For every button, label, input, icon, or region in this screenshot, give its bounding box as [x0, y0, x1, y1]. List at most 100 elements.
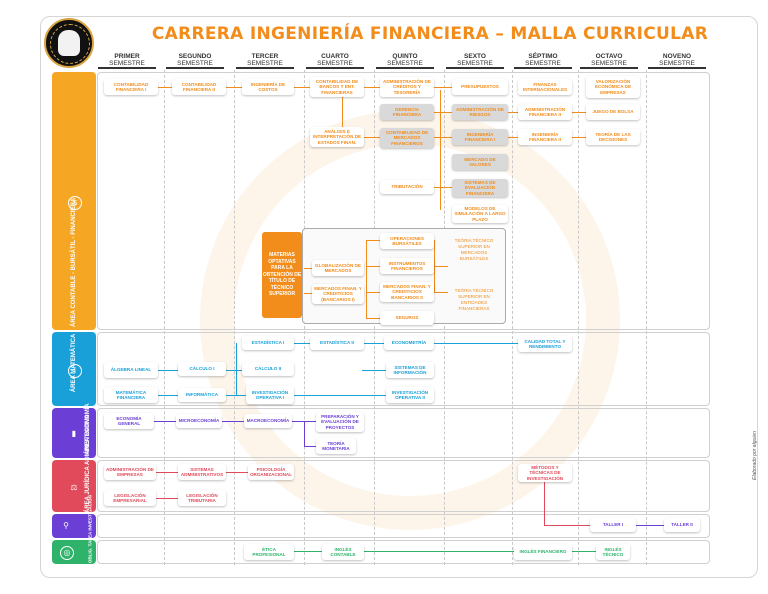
course-investigacion-op-2[interactable]: INVESTIGACIÓN OPERATIVA II	[386, 387, 434, 403]
course-legislacion-empresarial[interactable]: LEGISLACIÓN EMPRESARIAL	[104, 490, 156, 506]
course-estadistica-1[interactable]: ESTADÍSTICA I	[242, 336, 294, 350]
course-sistemas-evaluacion[interactable]: SISTEMAS DE EVALUACIÓN FINANCIERA	[452, 179, 508, 197]
connector-line	[366, 266, 380, 267]
connector-line	[304, 446, 318, 447]
course-ingenieria-costos[interactable]: INGENIERÍA DE COSTOS	[242, 79, 294, 95]
connector-line	[544, 480, 545, 525]
band-investigacion	[97, 514, 710, 538]
course-analisis-eeff[interactable]: ANÁLISIS E INTERPRETACIÓN DE ESTADOS FIN…	[310, 127, 364, 147]
course-contabilidad-mercados[interactable]: CONTABILIDAD DE MERCADOS FINANCIEROS	[380, 128, 434, 148]
course-ingles-financiero[interactable]: INGLÉS FINANCIERO	[514, 544, 572, 560]
course-etica[interactable]: ÉTICA PROFESIONAL	[244, 544, 294, 560]
connector-line	[304, 293, 312, 294]
course-psicologia[interactable]: PSICOLOGÍA ORGANIZACIONAL	[248, 464, 294, 480]
course-instrumentos[interactable]: INSTRUMENTOS FINANCIEROS	[380, 258, 434, 274]
target-icon: ◎	[60, 546, 74, 560]
course-taller-1[interactable]: TALLER I	[590, 518, 636, 532]
band-economia	[97, 408, 710, 458]
area-investigacion-tab: ⚲ ÁREA INVESTIGACIÓN	[52, 495, 96, 545]
connector-line	[304, 268, 312, 269]
course-admin-riesgos[interactable]: ADMINISTRACIÓN DE RIESGOS	[452, 104, 508, 120]
connector-line	[434, 292, 448, 293]
course-economia-general[interactable]: ECONOMÍA GENERAL	[104, 413, 154, 429]
area-matematica-label: ÁREA MATEMÁTICA	[71, 333, 77, 393]
course-microeconomia[interactable]: MICROECONOMÍA	[176, 414, 222, 428]
course-contabilidad-financiera-2[interactable]: CONTABILIDAD FINANCIERA II	[172, 79, 226, 95]
course-matematica-financiera[interactable]: MATEMÁTICA FINANCIERA	[104, 387, 158, 403]
lightbulb-icon: i	[68, 364, 82, 378]
course-contabilidad-bancos[interactable]: CONTABILIDAD DE BANCOS Y ENT. FINANCIERA…	[310, 77, 364, 97]
column-separator	[164, 70, 165, 565]
connector-line	[572, 137, 586, 138]
course-sistemas-admin[interactable]: SISTEMAS ADMINISTRATIVOS	[178, 464, 226, 480]
course-mercados-fin-crediticios[interactable]: MERCADOS FINAN. Y CREDITICIOS (BANCARIOS…	[312, 284, 364, 304]
course-preparacion-proyectos[interactable]: PREPARACIÓN Y EVALUACIÓN DE PROYECTOS	[316, 412, 364, 432]
course-calculo-1[interactable]: CÁLCULO I	[178, 362, 226, 376]
connector-line	[294, 395, 386, 396]
course-valorizacion[interactable]: VALORIZACIÓN ECONÓMICA DE EMPRESAS	[586, 76, 640, 98]
connector-line	[226, 472, 248, 473]
course-globalizacion[interactable]: GLOBALIZACIÓN DE MERCADOS	[312, 260, 364, 276]
course-ingles-tecnico[interactable]: INGLÉS TÉCNICO	[596, 544, 630, 560]
course-admin-creditos[interactable]: ADMINISTRACIÓN DE CRÉDITOS Y TESORERÍA	[380, 77, 434, 97]
course-taller-2[interactable]: TALLER II	[664, 518, 700, 532]
course-finanzas-internacionales[interactable]: FINANZAS INTERNACIONALES	[518, 79, 572, 95]
course-informatica[interactable]: INFORMÁTICA	[178, 388, 226, 402]
course-operaciones-bursatiles[interactable]: OPERACIONES BURSÁTILES	[380, 233, 434, 249]
band-obligatoria	[97, 540, 710, 564]
tecnico-entidades-financieras: TEÓRIA TÉCNICO SUPERIOR EN ENTIDADES FIN…	[454, 288, 494, 311]
course-seguros[interactable]: SEGUROS	[380, 311, 434, 325]
course-legislacion-tributaria[interactable]: LEGISLACIÓN TRIBUTARIA	[178, 490, 226, 506]
connector-line	[434, 112, 452, 113]
course-modelos-simulacion[interactable]: MODELOS DE SIMULACIÓN A LARGO PLAZO	[452, 205, 508, 223]
connector-line	[434, 87, 452, 88]
course-admin-financiera-2[interactable]: ADMINISTRACIÓN FINANCIERA II	[518, 104, 572, 120]
connector-line	[226, 395, 246, 396]
connector-line	[366, 240, 367, 318]
course-teoria-decisiones[interactable]: TEORÍA DE LAS DECISIONES	[586, 129, 640, 145]
course-ingenieria-fin-2[interactable]: INGENIERÍA FINANCIERA II	[518, 129, 572, 145]
connector-line	[544, 525, 590, 526]
area-obligatoria-label: OBLIG. TAL	[87, 537, 93, 564]
area-matematica-tab: i ÁREA MATEMÁTICA	[52, 332, 96, 406]
course-investigacion-op-1[interactable]: INVESTIGACIÓN OPERATIVA I	[246, 386, 294, 404]
course-mercado-valores[interactable]: MERCADO DE VALORES	[452, 154, 508, 170]
connector-line	[156, 498, 178, 499]
dollar-icon: $	[68, 196, 82, 210]
course-metodos-investigacion[interactable]: MÉTODOS Y TÉCNICAS DE INVESTIGACIÓN	[518, 464, 572, 482]
course-juego-bolsa[interactable]: JUEGO DE BOLSA	[586, 104, 640, 120]
gavel-icon: ⚖	[70, 483, 78, 492]
course-tributacion[interactable]: TRIBUTACIÓN	[380, 180, 434, 194]
band-juridica	[97, 460, 710, 512]
course-mercados-fin-crediticios-2[interactable]: MERCADOS FINAN. Y CREDITICIOS BANCARIOS …	[380, 282, 434, 302]
connector-line	[636, 525, 664, 526]
connector-line	[150, 421, 176, 422]
course-contabilidad-financiera-1[interactable]: CONTABILIDAD FINANCIERA I	[104, 79, 158, 95]
connector-line	[572, 551, 596, 552]
course-algebra[interactable]: ÁLGEBRA LINEAL	[104, 362, 158, 378]
area-contable-tab: $ ÁREA CONTABLE - BURSÁTIL - FINANCIERA	[52, 72, 96, 330]
course-admin-empresas[interactable]: ADMINISTRACIÓN DE EMPRESAS	[104, 464, 156, 480]
course-econometria[interactable]: ECONOMETRÍA	[384, 336, 434, 350]
course-sistemas-info[interactable]: SISTEMAS DE INFORMACIÓN	[386, 362, 434, 378]
connector-line	[364, 137, 380, 138]
course-calidad-total[interactable]: CALIDAD TOTAL Y RENDIMIENTO	[518, 336, 572, 352]
university-seal-logo	[44, 18, 94, 68]
course-macroeconomia[interactable]: MACROECONOMÍA	[244, 414, 292, 428]
course-gerencia-financiera[interactable]: GERENCIA FINANCIERA	[380, 104, 434, 120]
course-ingles-contable[interactable]: INGLÉS CONTABLE	[322, 544, 364, 560]
course-presupuestos[interactable]: PRESUPUESTOS	[452, 79, 508, 95]
course-calculo-2[interactable]: CÁLCULO II	[242, 362, 294, 376]
course-ingenieria-fin-1[interactable]: INGENIERÍA FINANCIERA I	[452, 129, 508, 145]
course-teoria-monetaria[interactable]: TEORÍA MONETARIA	[316, 438, 356, 454]
course-estadistica-2[interactable]: ESTADÍSTICA II	[310, 336, 364, 350]
column-separator	[512, 70, 513, 565]
connector-line	[434, 266, 448, 267]
